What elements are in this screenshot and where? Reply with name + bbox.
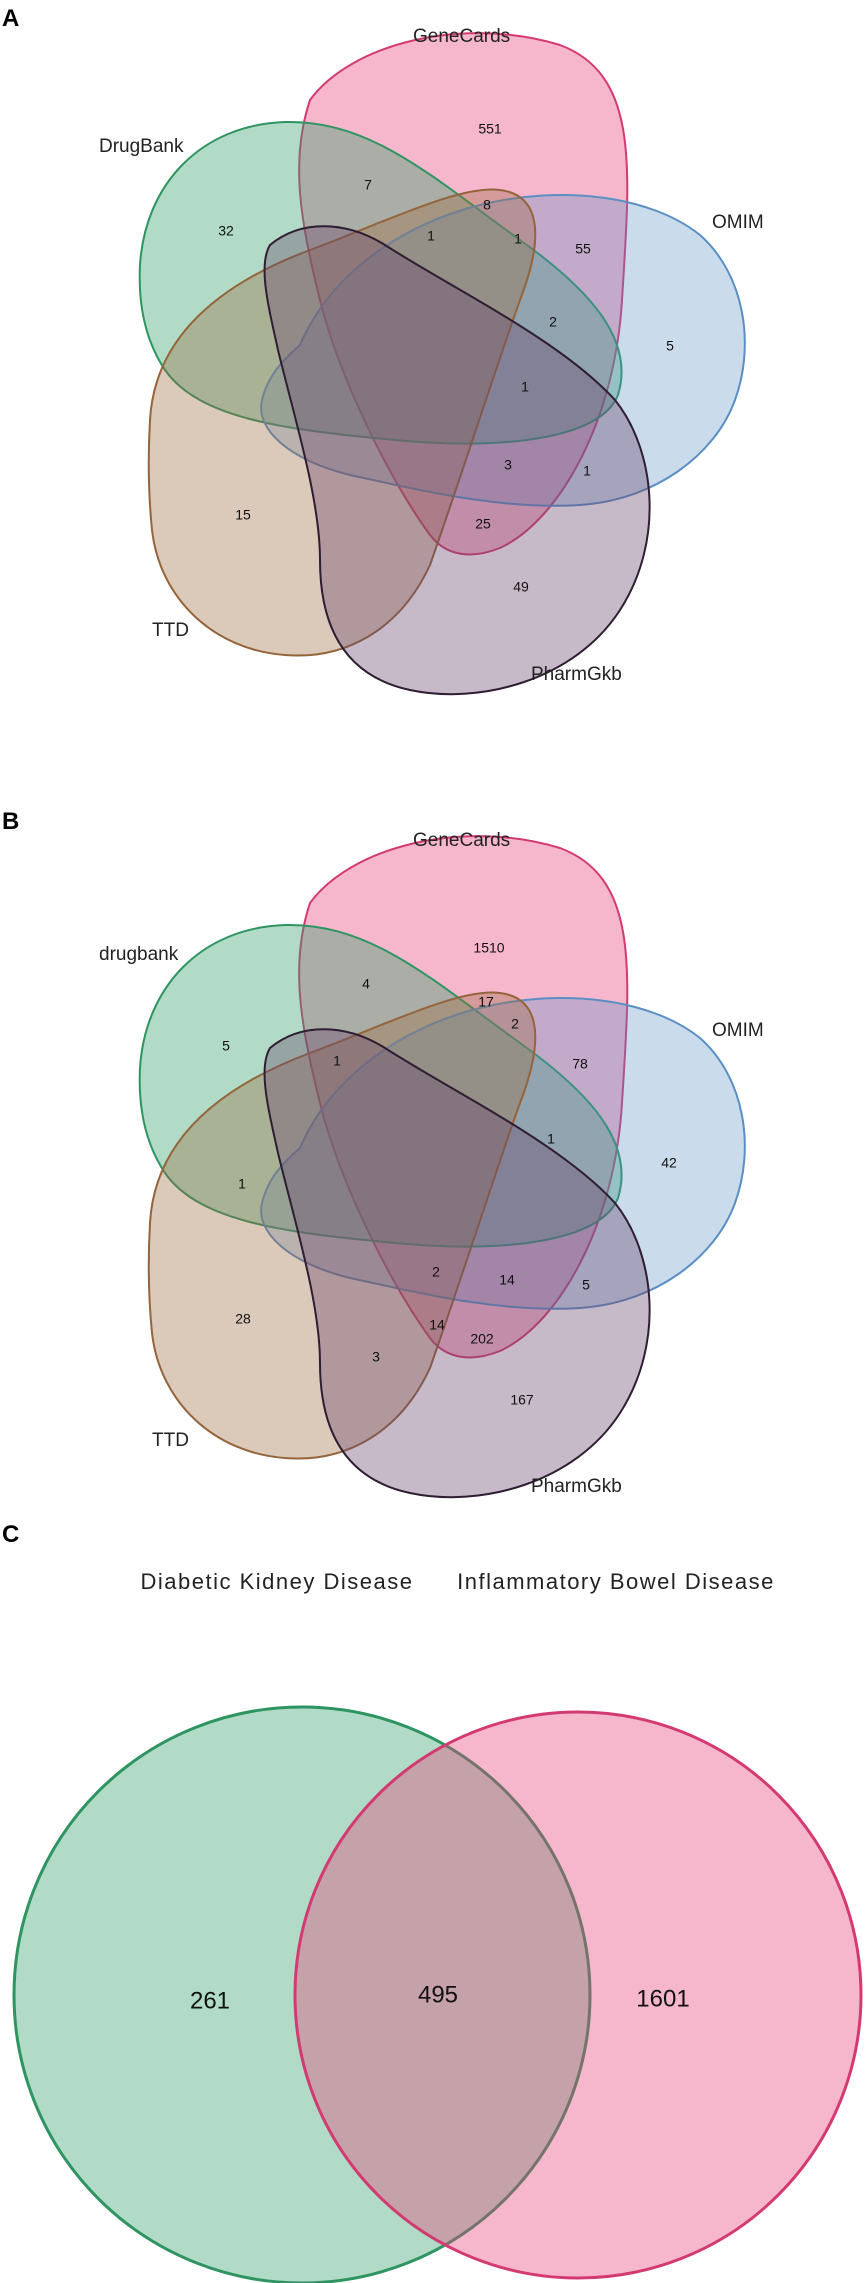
- count-label: 5: [666, 338, 674, 354]
- set-shape-genecards: [298, 32, 629, 556]
- count-label: 2: [549, 314, 557, 330]
- set-label-drugbank: drugbank: [99, 944, 179, 965]
- panel-letter-a: A: [2, 5, 19, 32]
- venn-c-svg: C Diabetic Kidney Disease Inflammatory B…: [2, 1521, 863, 2283]
- panel-letter-b: B: [2, 808, 19, 835]
- panel-letter-c: C: [2, 1521, 19, 1548]
- count-label: 3: [372, 1349, 380, 1365]
- count-label: 1: [514, 231, 522, 247]
- set-label-omim: OMIM: [712, 1020, 764, 1041]
- count-label: 5: [582, 1277, 590, 1293]
- set-shape-ttd: [147, 188, 537, 657]
- count-label: 55: [575, 241, 591, 257]
- count-label: 1: [521, 379, 529, 395]
- count-label: 202: [470, 1331, 494, 1347]
- count-label: 1510: [473, 940, 504, 956]
- set-label-ttd: TTD: [152, 620, 189, 641]
- venn-panel-c: C Diabetic Kidney Disease Inflammatory B…: [0, 1500, 868, 2283]
- set-label-pharmgkb: PharmGkb: [531, 1476, 622, 1497]
- set-shape-ttd: [147, 991, 537, 1460]
- set-shape-genecards: [298, 835, 629, 1359]
- count-label: 14: [499, 1272, 515, 1288]
- count-label: 14: [429, 1317, 445, 1333]
- set-shape-pharmgkb: [263, 1028, 651, 1499]
- set-label-pharmgkb: PharmGkb: [531, 664, 622, 685]
- count-label-both: 495: [418, 1981, 458, 2008]
- count-label-right-only: 1601: [636, 1985, 689, 2012]
- count-label: 1: [238, 1176, 246, 1192]
- count-label: 3: [504, 457, 512, 473]
- set-circle-diabetic-kidney-disease: [12, 1705, 592, 2283]
- venn-a-svg: A GeneCards DrugBank OMIM TTD PharmGkb 5…: [2, 5, 764, 696]
- count-label: 49: [513, 579, 529, 595]
- count-label: 167: [510, 1392, 534, 1408]
- set-label-inflammatory-bowel-disease: Inflammatory Bowel Disease: [457, 1569, 775, 1594]
- venn-panel-a: A GeneCards DrugBank OMIM TTD PharmGkb 5…: [0, 0, 868, 800]
- set-label-diabetic-kidney-disease: Diabetic Kidney Disease: [141, 1569, 414, 1594]
- set-label-drugbank: DrugBank: [99, 136, 184, 157]
- count-label: 25: [475, 516, 491, 532]
- set-shape-drugbank: [138, 923, 623, 1248]
- count-label: 1: [427, 228, 435, 244]
- set-label-genecards: GeneCards: [413, 830, 510, 851]
- set-label-ttd: TTD: [152, 1430, 189, 1451]
- set-shape-pharmgkb: [263, 225, 651, 696]
- count-label: 78: [572, 1056, 588, 1072]
- count-label: 551: [478, 121, 502, 137]
- count-label: 1: [333, 1053, 341, 1069]
- count-label: 8: [483, 197, 491, 213]
- count-label: 42: [661, 1155, 677, 1171]
- count-label: 32: [218, 223, 234, 239]
- count-label: 2: [432, 1264, 440, 1280]
- count-label: 7: [364, 177, 372, 193]
- count-label: 17: [478, 994, 494, 1010]
- count-label: 1: [583, 463, 591, 479]
- count-label-left-only: 261: [190, 1987, 230, 2014]
- count-label: 15: [235, 507, 251, 523]
- set-label-genecards: GeneCards: [413, 26, 510, 47]
- set-circle-inflammatory-bowel-disease: [293, 1710, 863, 2280]
- set-shape-drugbank: [138, 120, 623, 445]
- count-label: 2: [511, 1016, 519, 1032]
- count-label: 28: [235, 1311, 251, 1327]
- set-label-omim: OMIM: [712, 212, 764, 233]
- count-label: 4: [362, 976, 370, 992]
- venn-panel-b: B GeneCards drugbank OMIM TTD PharmGkb 1…: [0, 800, 868, 1500]
- venn-b-svg: B GeneCards drugbank OMIM TTD PharmGkb 1…: [2, 808, 764, 1499]
- count-label: 1: [547, 1131, 555, 1147]
- count-label: 5: [222, 1038, 230, 1054]
